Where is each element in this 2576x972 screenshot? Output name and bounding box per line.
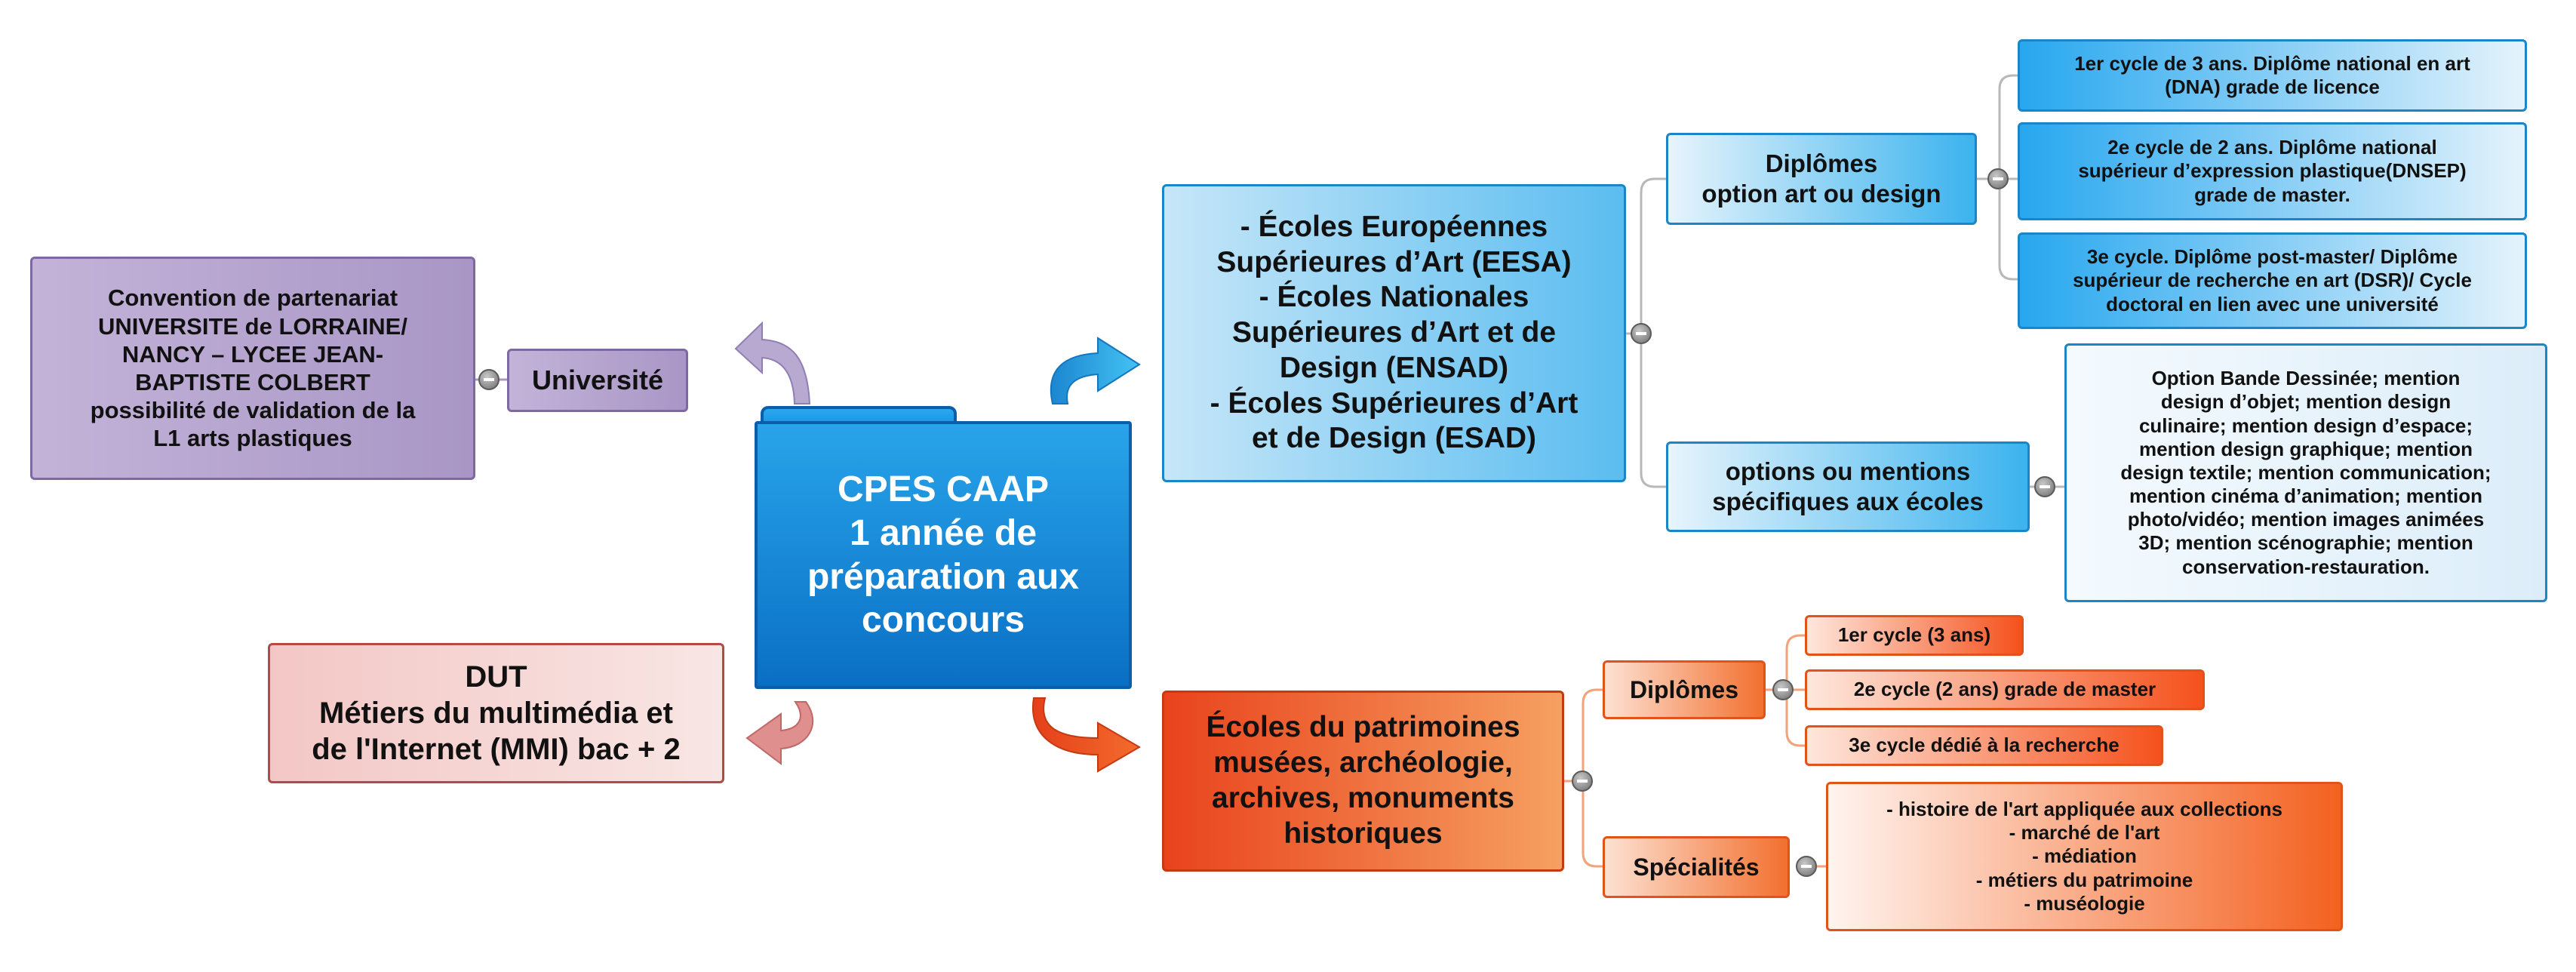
connector-art-diplomes [1626, 177, 1666, 335]
universite-node[interactable]: Université [507, 349, 688, 412]
ecoles-patrimoine-collapse-icon[interactable] [1572, 771, 1593, 792]
universite-detail-node[interactable]: Convention de partenariat UNIVERSITE de … [30, 257, 475, 480]
patr-diplome-item-1[interactable]: 1er cycle (3 ans) [1805, 615, 2024, 656]
ecoles-art-node[interactable]: - Écoles Européennes Supérieures d’Art (… [1162, 184, 1626, 482]
patr-diplomes-collapse-icon[interactable] [1772, 679, 1794, 700]
patr-diplome-item-2[interactable]: 2e cycle (2 ans) grade de master [1805, 669, 2205, 710]
art-options-collapse-icon[interactable] [2034, 476, 2055, 497]
connector-art-options [1640, 334, 1666, 488]
art-diplome-item-1[interactable]: 1er cycle de 3 ans. Diplôme national en … [2018, 39, 2527, 112]
patr-specialites-detail[interactable]: - histoire de l'art appliquée aux collec… [1826, 782, 2343, 931]
art-diplomes-collapse-icon[interactable] [1987, 168, 2009, 189]
art-options-node[interactable]: options ou mentions spécifiques aux écol… [1666, 441, 2030, 532]
ecoles-art-collapse-icon[interactable] [1631, 323, 1652, 344]
universite-collapse-icon[interactable] [478, 369, 500, 390]
patr-diplome-item-3[interactable]: 3e cycle dédié à la recherche [1805, 725, 2163, 766]
center-node[interactable]: CPES CAAP 1 année de préparation aux con… [755, 421, 1132, 689]
patr-specialites-node[interactable]: Spécialités [1603, 836, 1790, 898]
art-options-detail[interactable]: Option Bande Dessinée; mention design d’… [2064, 343, 2547, 602]
arrow-to-ecoles-art [1050, 337, 1141, 404]
arrow-to-dut [745, 701, 814, 766]
patr-specialites-collapse-icon[interactable] [1796, 856, 1817, 877]
ecoles-patrimoine-node[interactable]: Écoles du patrimoines musées, archéologi… [1162, 691, 1564, 872]
arrow-to-universite [734, 321, 811, 404]
arrow-to-ecoles-patrimoine [1031, 697, 1141, 773]
art-diplome-item-3[interactable]: 3e cycle. Diplôme post-master/ Diplôme s… [2018, 232, 2527, 329]
patr-diplomes-node[interactable]: Diplômes [1603, 660, 1766, 719]
connector-patrimoine-diplomes [1564, 688, 1603, 783]
art-diplomes-node[interactable]: Diplômes option art ou design [1666, 133, 1977, 225]
connector-patrimoine-specialites [1582, 781, 1603, 868]
art-diplome-item-2[interactable]: 2e cycle de 2 ans. Diplôme national supé… [2018, 122, 2527, 220]
dut-node[interactable]: DUT Métiers du multimédia et de l'Intern… [268, 643, 724, 783]
